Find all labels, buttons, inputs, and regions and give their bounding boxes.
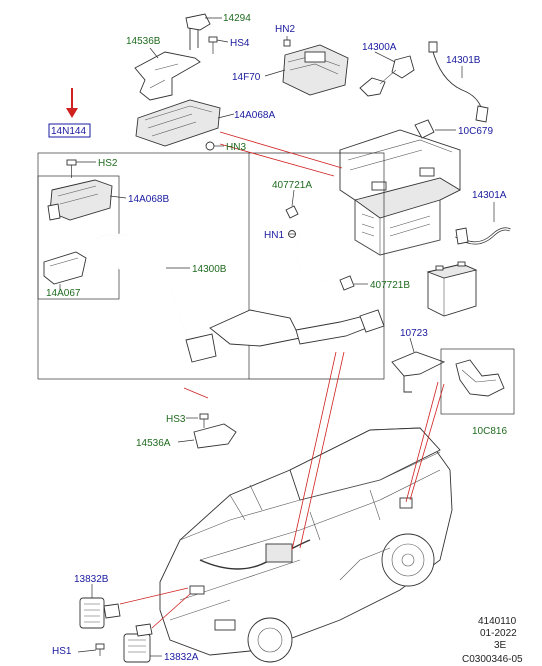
- detail-box-10C816: [440, 348, 515, 415]
- bracket-10C816: [455, 359, 505, 397]
- label-10C679: 10C679: [458, 126, 493, 137]
- bolt-HS4: [208, 36, 229, 54]
- nut-HN2: [283, 36, 291, 47]
- label-14A067: 14A067: [46, 288, 81, 299]
- bolt-HS1: [77, 643, 105, 656]
- cable-loop: [296, 235, 345, 282]
- detail-box-ext: [249, 152, 385, 380]
- footer-line3: 3E: [494, 640, 507, 651]
- label-14536B: 14536B: [126, 36, 161, 47]
- label-10723: 10723: [400, 328, 428, 339]
- bracket-14536B: [134, 47, 201, 101]
- label-14A068A: 14A068A: [234, 110, 275, 121]
- footer-line1: 4140110: [478, 616, 517, 627]
- nut-HN1: [288, 230, 296, 238]
- label-14A068B: 14A068B: [128, 194, 169, 205]
- bracket-14A067: [43, 251, 87, 290]
- label-407721B: 407721B: [370, 280, 410, 291]
- label-14F70: 14F70: [232, 72, 261, 83]
- cable-14301B: [428, 41, 489, 123]
- label-HN2: HN2: [275, 24, 295, 35]
- cable-14301A: [455, 202, 511, 245]
- label-13832B: 13832B: [74, 574, 109, 585]
- label-14536A: 14536A: [136, 438, 171, 449]
- clip-14294: [185, 13, 222, 50]
- label-HS1: HS1: [52, 646, 72, 657]
- cable-14300B: [91, 233, 385, 363]
- label-14301B: 14301B: [446, 55, 481, 66]
- label-10C816: 10C816: [472, 426, 507, 437]
- clip-407721A: [285, 189, 299, 219]
- bolt-HS2: [66, 159, 96, 178]
- label-14N144: 14N144: [51, 126, 86, 137]
- label-HN3: HN3: [226, 142, 246, 153]
- label-14300A: 14300A: [362, 42, 397, 53]
- footer-line2: 01-2022: [480, 628, 517, 639]
- clip-407721B: [339, 275, 355, 291]
- callout-lines: [119, 131, 445, 629]
- label-407721A: 407721A: [272, 180, 312, 191]
- battery-aux: [426, 261, 478, 317]
- vehicle-illustration: [159, 427, 453, 663]
- horn-13832B: [79, 584, 121, 629]
- battery-main: [339, 119, 461, 256]
- label-14301A: 14301A: [472, 190, 507, 201]
- nut-HN3: [205, 141, 224, 151]
- label-box-14N144: [48, 123, 91, 138]
- tray-14A068A: [135, 99, 235, 147]
- label-13832A: 13832A: [164, 652, 199, 663]
- red-arrow: [66, 88, 78, 118]
- bracket-10723: [391, 337, 446, 393]
- label-HS3: HS3: [166, 414, 186, 425]
- cable-14300A: [359, 51, 415, 97]
- horn-13832A: [123, 623, 162, 663]
- battery-14A068B: [47, 179, 127, 221]
- label-HS4: HS4: [230, 38, 250, 49]
- label-14294: 14294: [223, 13, 251, 24]
- label-14300B: 14300B: [192, 264, 227, 275]
- footer-line4: C0300346-05: [462, 654, 523, 665]
- label-HS2: HS2: [98, 158, 118, 169]
- module-14F70: [264, 44, 349, 96]
- label-HN1: HN1: [264, 230, 284, 241]
- bracket-14536A: [177, 413, 237, 449]
